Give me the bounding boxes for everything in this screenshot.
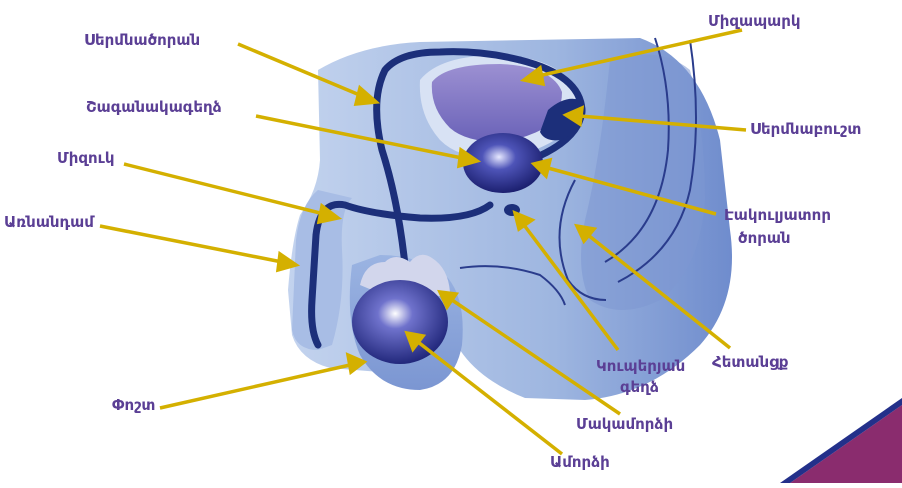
label-urethra: Միզուկ	[57, 148, 114, 168]
label-ejaculatory-duct-line2: ծորան	[738, 228, 791, 248]
testis-shape	[352, 280, 448, 364]
label-anus: Հետանցք	[712, 352, 788, 372]
label-cowper-line2: գեղձ	[620, 377, 659, 397]
label-ejaculatory-duct-line1: Էակուլյատոր	[724, 205, 831, 225]
label-bladder: Միզապարկ	[708, 11, 801, 31]
label-epididymis: Մակամորձի	[576, 414, 673, 434]
arrow-penis	[100, 226, 296, 270]
label-seminal-duct: Սերմնածորան	[84, 30, 200, 50]
label-testis: Ամորձի	[550, 452, 610, 472]
label-prostate: Շագանակագեղձ	[86, 97, 222, 117]
label-penis: Առնանդամ	[4, 212, 94, 232]
label-seminal-vesicle: Սերմնաբուշտ	[750, 119, 861, 139]
label-scrotum: Փոշտ	[112, 395, 155, 415]
label-cowper-line1: Կուպերյան	[596, 356, 685, 376]
